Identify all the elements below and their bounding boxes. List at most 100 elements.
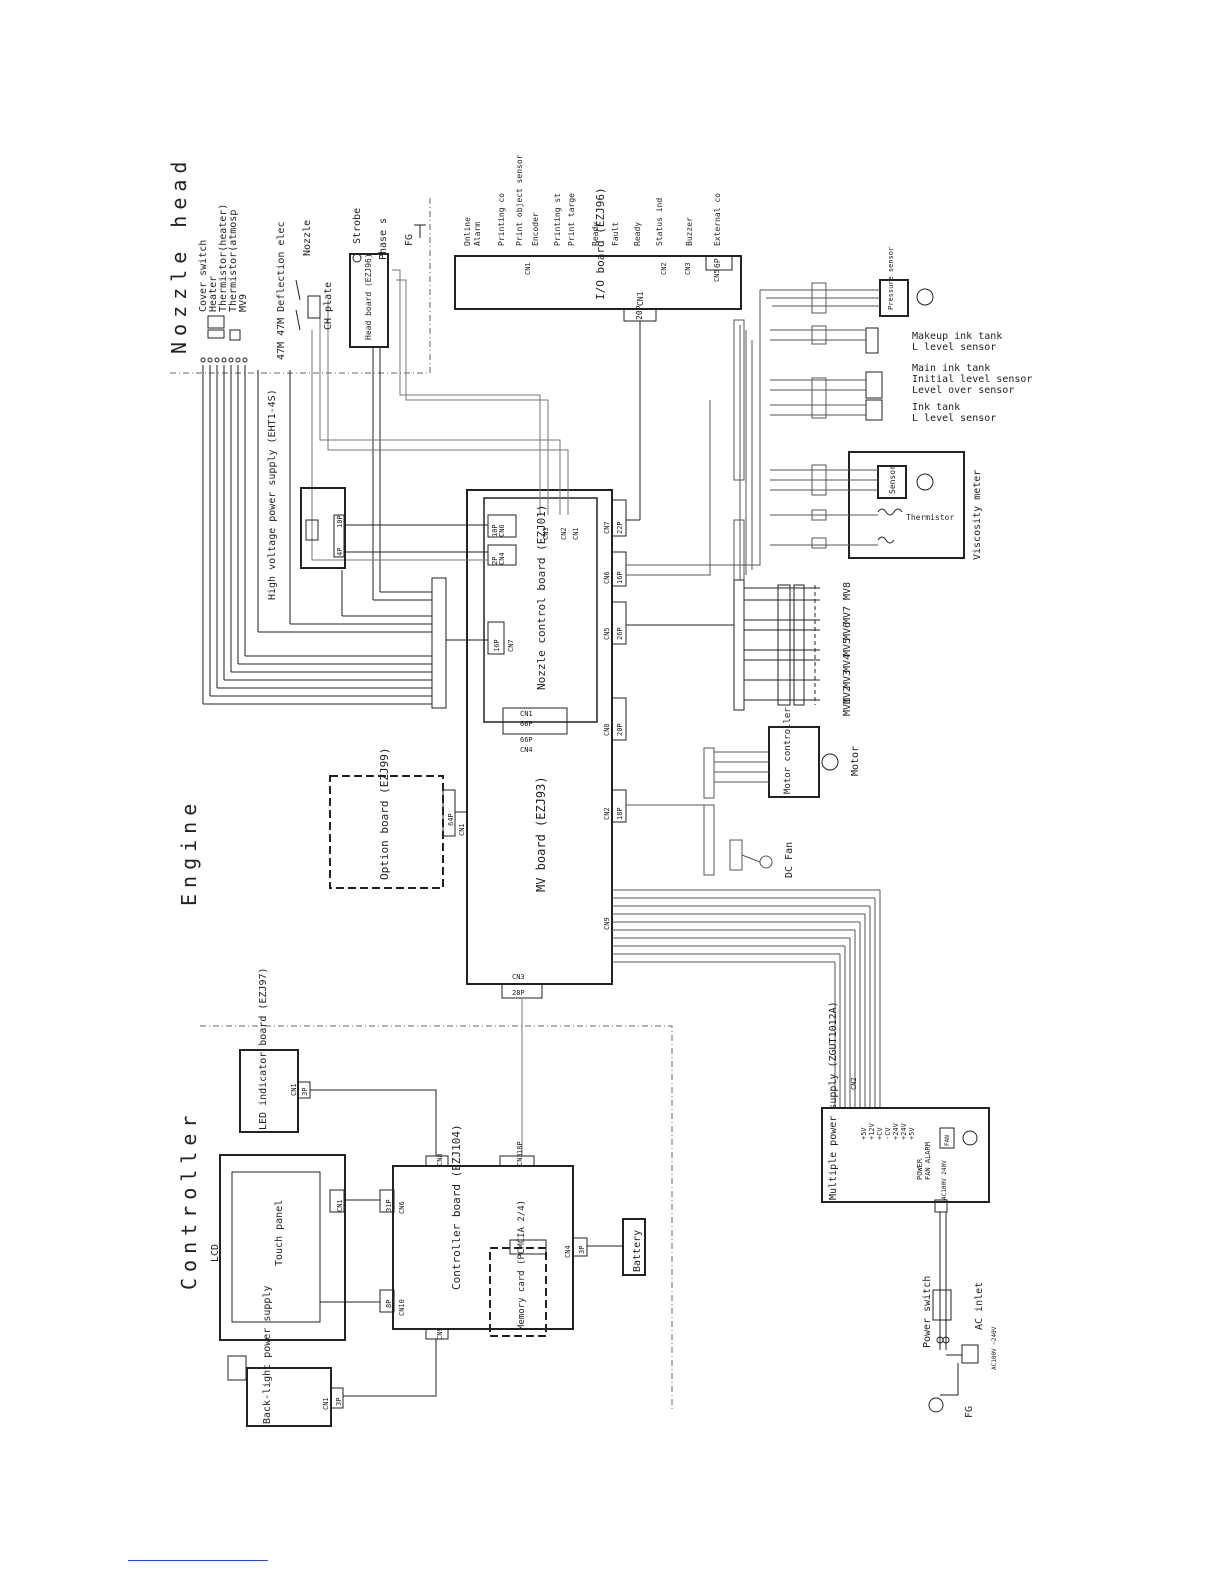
nc-conn-2: CN1	[572, 527, 580, 540]
hv-power-supply	[300, 487, 346, 569]
option-board-label: Option board (EZJ99)	[378, 748, 391, 880]
ps-out-6: +5V	[908, 1127, 916, 1140]
mv-conn-cn2	[611, 789, 627, 823]
ctrl-cn4: CN4	[564, 1245, 572, 1258]
ps-out-8: FAN ALARM	[924, 1142, 932, 1180]
nh-item-heater: Heater	[208, 276, 219, 312]
ps-out-2: +CV	[876, 1127, 884, 1140]
option-p-label: 64P	[447, 813, 455, 826]
makeup-tank-label-1: Makeup ink tank	[912, 331, 1002, 342]
nh-item-nozzle: Nozzle	[302, 220, 313, 256]
sensor-wires	[626, 282, 880, 581]
motor-controller-label: Motor controller	[783, 707, 793, 794]
power-supply-label: Multiple power supply (ZGUT1012A)	[828, 1001, 839, 1200]
ctrl-cn9: CN9	[436, 1327, 444, 1340]
power-supply-cn: CN2	[850, 1077, 858, 1090]
nh-item-thermistor-atm: Thermistor(atmosp	[228, 210, 239, 312]
ctrl-p3: 3P	[578, 1246, 586, 1254]
mv-right-26p: 26P	[616, 627, 624, 640]
io-cn1-pins: 20P	[635, 305, 644, 320]
io-sig-11: Buzzer	[685, 217, 694, 246]
io-sig-6: Print targe	[567, 193, 576, 246]
main-tank-sensor	[865, 371, 883, 399]
ps-out-3: -CV	[884, 1127, 892, 1140]
nozzle-head-region-border	[170, 196, 431, 374]
io-sig-1: Alarm	[473, 222, 482, 246]
lcd-label: LCD	[210, 1244, 221, 1262]
io-conn-1: CN2	[660, 262, 668, 275]
motor-controller	[768, 726, 820, 798]
battery-label: Battery	[632, 1230, 643, 1272]
nc-66p-label: 66P	[520, 720, 533, 728]
thermistor-label: Thermistor	[906, 513, 954, 522]
nc-cn4-label: CN4	[498, 552, 506, 565]
ctrl-cn6: CN6	[398, 1201, 406, 1214]
ps-out-5: +24V	[900, 1122, 908, 1140]
fg-label-bottom: FG	[964, 1406, 975, 1418]
section-engine: Engine	[177, 798, 201, 906]
valve-mv6: MV6	[842, 622, 853, 640]
nc-cn6-label: CN6	[498, 524, 506, 537]
nc-conn-cn7	[487, 621, 505, 655]
mv-right-cn5: CN5	[603, 627, 611, 640]
nc-16p-label: 16P	[493, 639, 501, 652]
footer-link-underline	[128, 1560, 268, 1561]
backlight-p: 3P	[335, 1398, 343, 1406]
nozzle-control-label: Nozzle control board (EZJ01)	[535, 505, 548, 690]
head-to-nozzle-wires	[311, 269, 569, 561]
nc-conn-cn1	[502, 707, 568, 735]
valve-mv1: MV1	[842, 698, 853, 716]
touch-panel	[231, 1171, 321, 1323]
io-sig-4: Encoder	[531, 212, 540, 246]
io-sig-0: Online	[463, 217, 472, 246]
mv-board-label: MV board (EZJ93)	[534, 776, 548, 892]
backlight-cn: CN1	[322, 1397, 330, 1410]
nc-10p-label: 10P	[491, 524, 499, 537]
section-controller: Controller	[177, 1110, 201, 1290]
mv-conn-cn8	[611, 697, 627, 741]
mv-right-cn6: CN6	[603, 571, 611, 584]
io-sig-2: Printing co	[497, 193, 506, 246]
main-tank-label-3: Level over sensor	[912, 385, 1014, 396]
ps-ac-label: AC100V 240V	[941, 1160, 948, 1200]
valve-mv2: MV2	[842, 686, 853, 704]
nh-item-phase: Phase s	[378, 218, 389, 260]
hv-conn-10p: 10P	[336, 515, 344, 528]
option-cn-label: CN1	[458, 823, 466, 836]
hv-conn-4p: 4P	[336, 548, 344, 556]
mv-right-22p: 22P	[616, 521, 624, 534]
nh-item-deflection: 47M 47M Deflection elec	[276, 222, 287, 360]
viscosity-sensor-label: Sensor	[888, 465, 897, 494]
ac-wiring	[928, 1212, 979, 1413]
memory-card-label: Memory card (PCMCIA 2/4)	[517, 1200, 527, 1330]
nc-cn7-label: CN7	[507, 639, 515, 652]
viscosity-sensor	[877, 465, 907, 499]
ps-fan: FAN	[944, 1135, 951, 1146]
hv-supply-label: High voltage power supply (EHT1-4S)	[267, 389, 278, 600]
viscosity-meter	[848, 451, 965, 559]
valve-mv3: MV3	[842, 670, 853, 688]
fg-label-top: FG	[404, 234, 415, 246]
ps-out-4: +24V	[892, 1122, 900, 1140]
valve-mv4: MV4	[842, 654, 853, 672]
viscosity-meter-label: Viscosity meter	[972, 470, 983, 560]
io-board-label: I/O board (EZJ96)	[594, 187, 607, 300]
io-sig-5: Printing st	[553, 193, 562, 246]
led-p-label: 3P	[301, 1088, 309, 1096]
mv-cn4-label: CN4	[520, 746, 533, 754]
nh-item-mv9: MV9	[238, 294, 249, 312]
ink-tank-label-2: L level sensor	[912, 413, 996, 424]
mv-cn3-pins: 28P	[512, 989, 525, 997]
io-cn1-label: CN1	[636, 291, 645, 306]
valve-wires	[626, 579, 820, 711]
io-conn-3: CN5	[713, 269, 721, 282]
nh-item-strobe: Strobe	[352, 208, 363, 244]
nc-cn1-label: CN1	[520, 710, 533, 718]
io-sig-8: Fault	[611, 222, 620, 246]
head-board-label: Head board (EZJ96)	[364, 253, 373, 340]
nc-conn-cn4	[487, 544, 517, 566]
mv-conn-cn5	[611, 601, 627, 645]
ctrl-p31: 31P	[385, 1199, 393, 1212]
nc-conn-1: CN2	[560, 527, 568, 540]
